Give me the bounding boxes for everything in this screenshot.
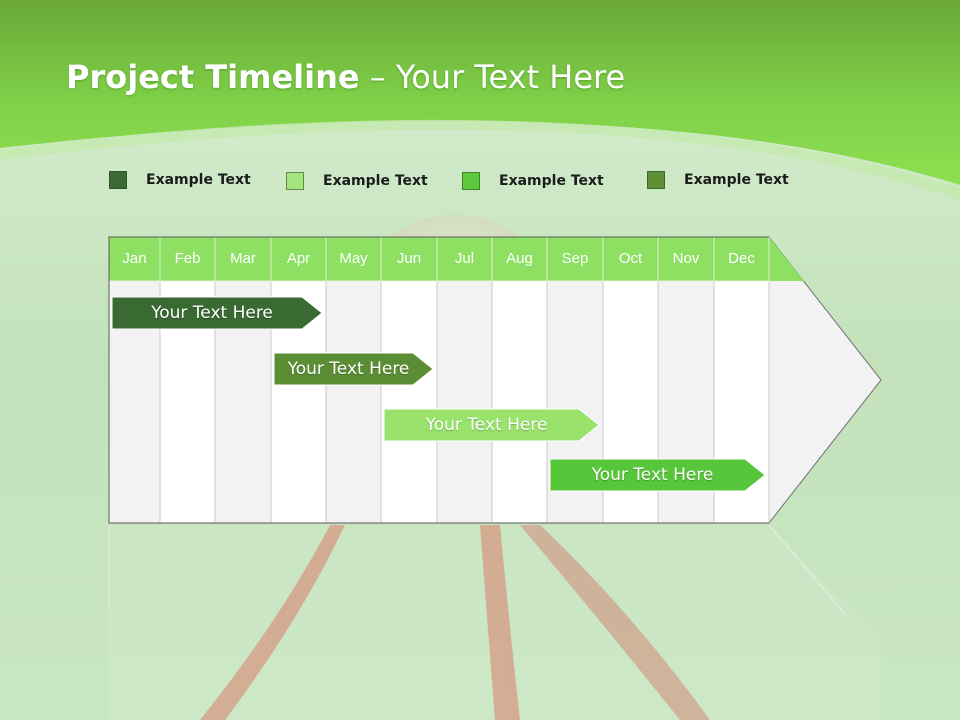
top-banner	[0, 0, 960, 185]
legend-swatch	[647, 171, 665, 189]
month-column	[380, 280, 438, 524]
month-header-cell	[159, 236, 216, 282]
month-label-may: May	[339, 250, 368, 267]
slide-title-bold: Project Timeline	[66, 58, 360, 96]
task-bar	[273, 352, 434, 386]
legend-swatch	[286, 172, 304, 190]
month-label-aug: Aug	[506, 250, 533, 267]
reflection-edge	[768, 524, 847, 616]
month-header-cell	[546, 236, 604, 282]
month-label-dec: Dec	[728, 250, 755, 267]
month-column	[325, 280, 382, 524]
month-column	[436, 280, 493, 524]
task-bar	[383, 408, 600, 442]
timeline-frame	[108, 236, 769, 524]
month-column	[491, 280, 548, 524]
task-bar	[111, 296, 323, 330]
task-label: Your Text Here	[287, 359, 410, 379]
month-label-jan: Jan	[122, 250, 147, 267]
month-label-jun: Jun	[396, 250, 422, 267]
golf-tee-image	[200, 525, 710, 720]
task-label: Your Text Here	[591, 465, 714, 485]
month-header-cell	[602, 236, 659, 282]
legend-swatch	[109, 171, 127, 189]
legend-label: Example Text	[323, 173, 428, 189]
timeline-reflection	[109, 525, 881, 720]
task-label: Your Text Here	[151, 303, 273, 323]
month-label-apr: Apr	[286, 250, 311, 267]
arrow-head-band	[769, 237, 804, 281]
task-bar	[549, 458, 766, 492]
legend-swatch	[462, 172, 480, 190]
month-label-feb: Feb	[174, 250, 201, 267]
month-label-oct: Oct	[618, 250, 643, 267]
month-label-sep: Sep	[561, 250, 589, 267]
month-label-mar: Mar	[230, 250, 256, 267]
month-header-cell	[713, 236, 770, 282]
task-label: Your Text Here	[425, 415, 548, 435]
slide-title-rest: – Your Text Here	[359, 58, 626, 96]
slide-title: Project Timeline – Your Text Here	[66, 58, 625, 96]
legend-label: Example Text	[146, 172, 251, 188]
legend-label: Example Text	[684, 172, 789, 188]
month-header-cell	[491, 236, 548, 282]
month-header-cell	[436, 236, 493, 282]
month-label-jul: Jul	[454, 250, 475, 267]
banner-highlight	[0, 119, 960, 200]
legend-label: Example Text	[499, 173, 604, 189]
month-header-cell	[657, 236, 715, 282]
month-header-cell	[380, 236, 438, 282]
month-label-nov: Nov	[672, 250, 700, 267]
